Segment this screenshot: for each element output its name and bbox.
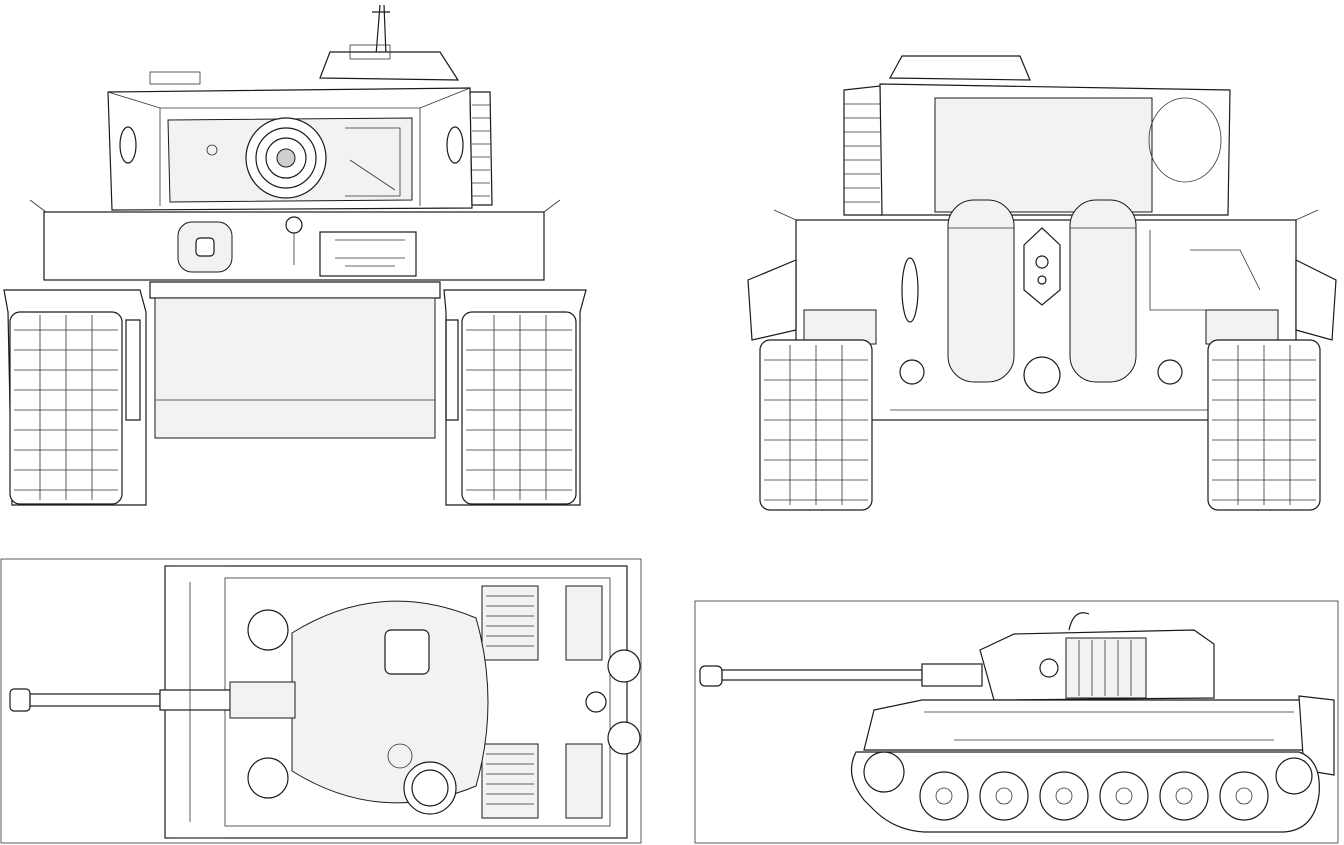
side-view-drawing (694, 600, 1339, 844)
antenna (372, 4, 390, 56)
loader-hatch (384, 629, 430, 675)
right-track (443, 289, 587, 506)
exhaust-cover-left (607, 649, 641, 683)
left-track (747, 259, 873, 511)
exhaust-left (947, 199, 1015, 383)
main-gun (699, 663, 983, 687)
antenna (1068, 612, 1090, 631)
starter-plate (1023, 227, 1061, 306)
rear-view (740, 0, 1340, 520)
pistol-port (1039, 658, 1059, 678)
top-view-frame (0, 558, 642, 844)
hull (863, 699, 1307, 751)
gun-muzzle (276, 148, 296, 168)
tow-coupling (1023, 356, 1061, 394)
rear-stowage (1298, 695, 1335, 776)
spare-track-links (1065, 637, 1147, 699)
road-wheel (1039, 771, 1089, 821)
left-track (3, 289, 147, 506)
road-wheel (979, 771, 1029, 821)
radio-operator-hatch (247, 757, 289, 799)
air-cleaner-right (1205, 309, 1279, 345)
right-track (1207, 259, 1337, 511)
top-view-drawing (0, 558, 642, 844)
idler-wheel (1275, 757, 1313, 795)
muzzle-brake (699, 665, 723, 687)
spare-track-links (843, 85, 883, 216)
cupola (888, 55, 1031, 81)
cupola (319, 51, 460, 81)
turret-stowage-bin (934, 97, 1153, 213)
road-wheel (1099, 771, 1149, 821)
rear-view-drawing (747, 55, 1337, 511)
road-wheel (919, 771, 969, 821)
exhaust-right (1069, 199, 1137, 383)
air-cleaner-left (803, 309, 877, 345)
running-gear (850, 751, 1320, 833)
side-view (694, 600, 1340, 845)
exhaust-cover-right (607, 721, 641, 755)
driver-hatch (247, 609, 289, 651)
driver-visor (319, 231, 417, 277)
gun-mantlet (229, 681, 296, 719)
main-gun (9, 681, 296, 719)
engine-deck-grilles (481, 585, 603, 819)
front-view-drawing (3, 4, 587, 506)
lower-hull (154, 297, 436, 439)
road-wheel (1219, 771, 1269, 821)
spare-track-links (469, 91, 493, 206)
turret-top (291, 600, 489, 804)
road-wheel (1159, 771, 1209, 821)
front-view (0, 0, 600, 520)
top-view (0, 558, 645, 845)
side-view-frame (694, 600, 1339, 844)
drive-sprocket (863, 751, 905, 793)
